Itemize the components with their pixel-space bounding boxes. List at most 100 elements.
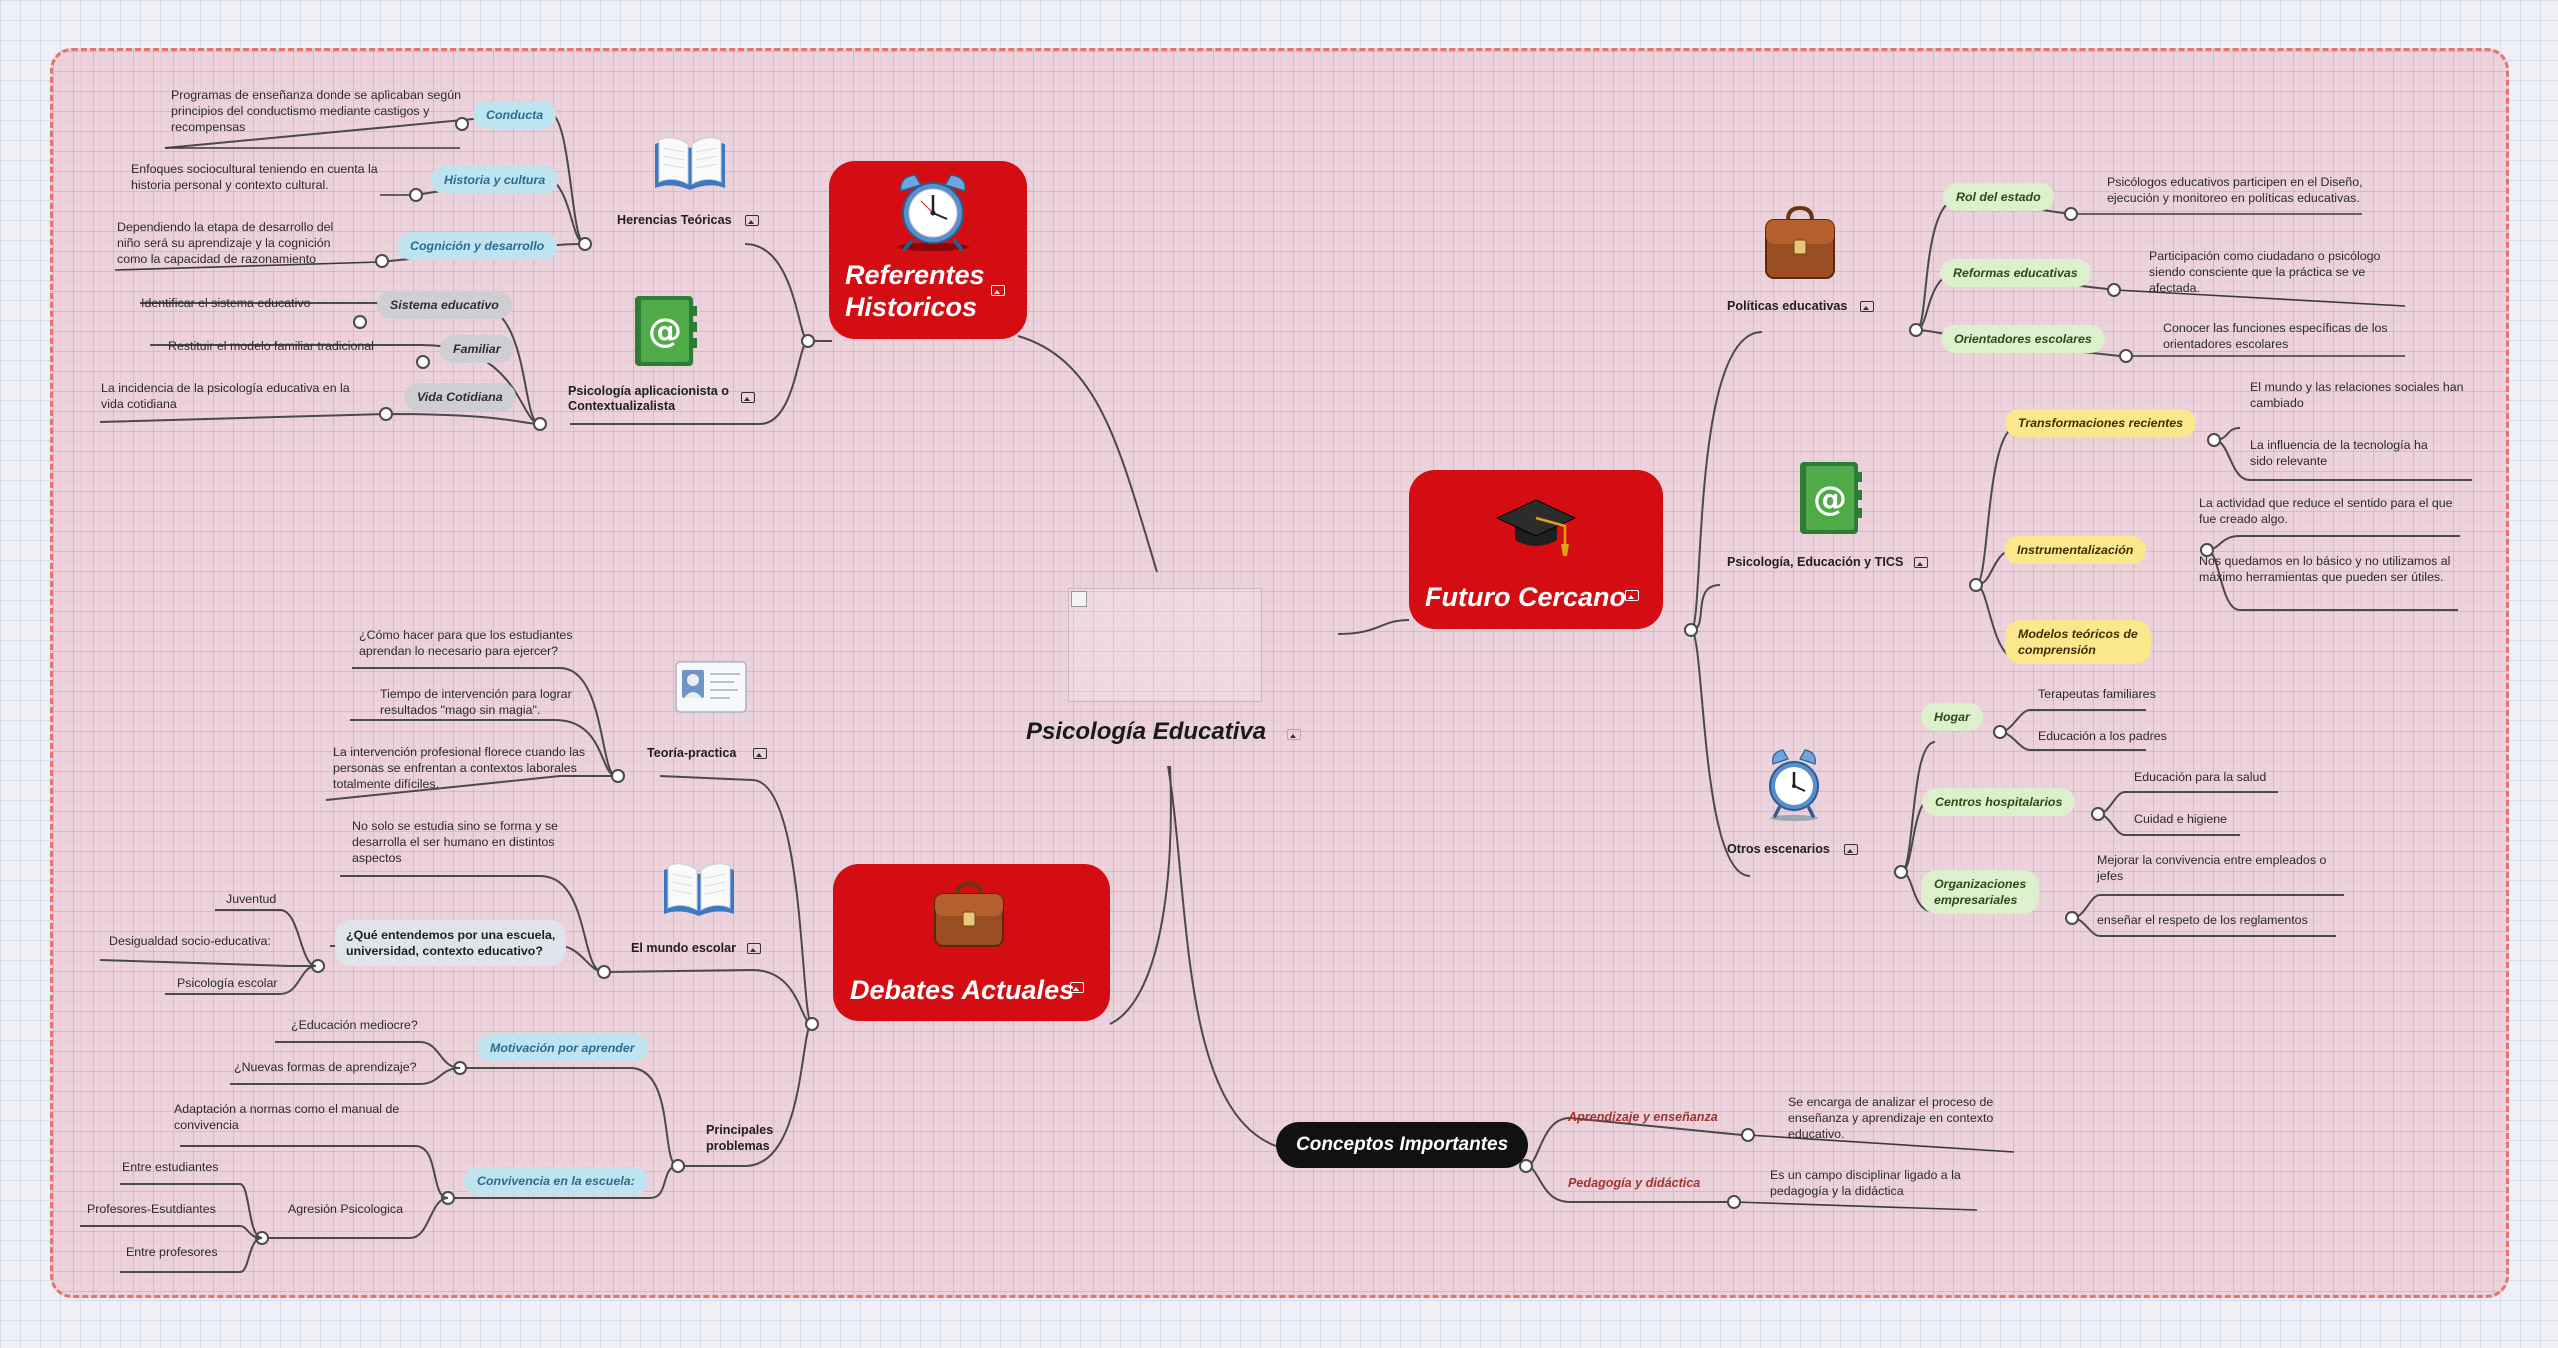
topic-futuro-cercano[interactable]: Futuro Cercano	[1409, 470, 1663, 629]
cognicion-text: Dependiendo la etapa de desarrollo del n…	[117, 220, 334, 266]
mundo-escolar-note: No solo se estudia sino se forma y se de…	[352, 819, 558, 865]
topic-title: Debates Actuales	[850, 975, 1075, 1005]
contact-book-icon: @	[1800, 462, 1862, 534]
reformas-text: Participación como ciudadano o psicólogo…	[2149, 249, 2381, 295]
modelos-line2: comprensión	[2018, 643, 2096, 657]
tag-modelos-teoricos[interactable]: Modelos teóricos de comprensión	[2005, 620, 2151, 664]
image-icon[interactable]	[1625, 590, 1639, 601]
hogar-item-1: Terapeutas familiares	[2038, 687, 2156, 701]
motivacion-item-2: ¿Nuevas formas de aprendizaje?	[234, 1060, 417, 1074]
tag-hogar[interactable]: Hogar	[1921, 703, 1983, 731]
tag-instrumentalizacion[interactable]: Instrumentalización	[2004, 536, 2147, 564]
instrumentalizacion-item-2: Nos quedamos en lo básico y no utilizamo…	[2199, 554, 2451, 584]
politicas-educativas-label[interactable]: Políticas educativas	[1727, 299, 1848, 313]
image-icon[interactable]	[1070, 982, 1084, 993]
organizaciones-line2: empresariales	[1934, 893, 2018, 907]
psicologia-tics-label[interactable]: Psicología, Educación y TICS	[1727, 555, 1904, 569]
tag-organizaciones-empresariales[interactable]: Organizaciones empresariales	[1921, 870, 2040, 914]
topic-debates-actuales[interactable]: Debates Actuales	[833, 864, 1110, 1021]
instrumentalizacion-item-1: La actividad que reduce el sentido para …	[2199, 496, 2453, 526]
tag-centros-hospitalarios[interactable]: Centros hospitalarios	[1922, 788, 2076, 816]
topic-conceptos-importantes[interactable]: Conceptos Importantes	[1276, 1122, 1529, 1168]
teoria-item-2: Tiempo de intervención para lograr resul…	[380, 687, 572, 717]
tag-historia-y-cultura[interactable]: Historia y cultura	[431, 166, 559, 194]
aplicacionista-label-line1[interactable]: Psicología aplicacionista o	[568, 384, 729, 398]
principales-problemas-line1[interactable]: Principales	[706, 1123, 774, 1137]
tag-pregunta-escuela[interactable]: ¿Qué entendemos por una escuela, univers…	[335, 920, 567, 966]
historia-text: Enfoques sociocultural teniendo en cuent…	[131, 162, 378, 192]
topic-title-line2: Historicos	[845, 292, 978, 322]
herencias-teoricas-label[interactable]: Herencias Teóricas	[617, 213, 732, 227]
modelos-line1: Modelos teóricos de	[2018, 627, 2138, 641]
tag-orientadores-escolares[interactable]: Orientadores escolares	[1941, 325, 2105, 353]
book-icon	[655, 137, 725, 190]
convivencia-note: Adaptación a normas como el manual de co…	[174, 1102, 400, 1132]
familiar-text: Restituir el modelo familiar tradicional	[168, 339, 374, 353]
agresion-psicologica-label[interactable]: Agresión Psicologica	[288, 1202, 404, 1216]
agresion-item-1: Entre estudiantes	[122, 1160, 219, 1174]
image-icon[interactable]	[747, 943, 761, 954]
root-title[interactable]: Psicología Educativa	[1026, 718, 1267, 745]
answer-juventud: Juventud	[226, 892, 277, 906]
briefcase-icon	[934, 881, 1004, 947]
orientadores-text: Conocer las funciones específicas de los…	[2163, 321, 2388, 351]
aplicacionista-label-line2[interactable]: Contextualizalista	[568, 399, 676, 413]
broken-image-icon	[1071, 591, 1087, 607]
transformaciones-item-2: La influencia de la tecnología ha sido r…	[2250, 438, 2428, 468]
tag-motivacion-por-aprender[interactable]: Motivación por aprender	[477, 1034, 648, 1062]
agresion-item-2: Profesores-Esutdiantes	[87, 1202, 216, 1216]
image-icon[interactable]	[1860, 301, 1874, 312]
principales-problemas-line2[interactable]: problemas	[706, 1139, 770, 1153]
organizaciones-item-2: enseñar el respeto de los reglamentos	[2097, 913, 2308, 927]
transformaciones-item-1: El mundo y las relaciones sociales han c…	[2250, 380, 2464, 410]
sistema-educativo-text: Identificar el sistema educativo	[141, 296, 311, 310]
image-icon[interactable]	[991, 285, 1005, 296]
tag-rol-del-estado[interactable]: Rol del estado	[1943, 183, 2054, 211]
image-icon[interactable]	[753, 748, 767, 759]
tag-conducta[interactable]: Conducta	[473, 101, 557, 129]
image-icon[interactable]	[1844, 844, 1858, 855]
organizaciones-item-1: Mejorar la convivencia entre empleados o…	[2097, 853, 2327, 883]
aprendizaje-text: Se encarga de analizar el proceso de ens…	[1788, 1095, 1994, 1141]
conducta-text: Programas de enseñanza donde se aplicaba…	[171, 88, 462, 134]
motivacion-item-1: ¿Educación mediocre?	[291, 1018, 418, 1032]
rol-estado-text: Psicólogos educativos participen en el D…	[2107, 175, 2363, 205]
central-image-placeholder	[1068, 588, 1262, 702]
tag-vida-cotidiana[interactable]: Vida Cotidiana	[404, 383, 516, 411]
contact-book-icon: @	[635, 296, 697, 366]
book-icon	[664, 863, 734, 916]
question-line2: universidad, contexto educativo?	[346, 944, 543, 958]
topic-referentes-historicos[interactable]: Referentes Historicos	[829, 161, 1027, 339]
image-icon[interactable]	[745, 215, 759, 226]
image-icon[interactable]	[1287, 729, 1301, 740]
tag-sistema-educativo[interactable]: Sistema educativo	[377, 291, 512, 319]
mundo-escolar-label[interactable]: El mundo escolar	[631, 941, 736, 955]
image-icon[interactable]	[741, 392, 755, 403]
tag-convivencia-escuela[interactable]: Convivencia en la escuela:	[464, 1167, 648, 1195]
tag-cognicion-y-desarrollo[interactable]: Cognición y desarrollo	[397, 232, 558, 260]
teoria-practica-label[interactable]: Teoría-practica	[647, 746, 737, 760]
topic-title-line1: Referentes	[845, 260, 985, 290]
tag-aprendizaje-y-ensenanza[interactable]: Aprendizaje y enseñanza	[1568, 1110, 1718, 1124]
id-card-icon	[675, 661, 747, 713]
tag-familiar[interactable]: Familiar	[440, 335, 514, 363]
tag-reformas-educativas[interactable]: Reformas educativas	[1940, 259, 2091, 287]
teoria-item-3: La intervención profesional florece cuan…	[333, 745, 586, 791]
hospitales-item-2: Cuidad e higiene	[2134, 812, 2228, 826]
tag-transformaciones-recientes[interactable]: Transformaciones recientes	[2005, 409, 2197, 437]
vida-cotidiana-text: La incidencia de la psicología educativa…	[101, 381, 350, 411]
question-line1: ¿Qué entendemos por una escuela,	[346, 928, 556, 942]
answer-psicologia-escolar: Psicología escolar	[177, 976, 278, 990]
otros-escenarios-label[interactable]: Otros escenarios	[1727, 842, 1830, 856]
hogar-item-2: Educación a los padres	[2038, 729, 2167, 743]
alarm-clock-icon	[897, 174, 969, 251]
teoria-item-1: ¿Cómo hacer para que los estudiantes apr…	[359, 628, 573, 658]
svg-text:@: @	[1813, 479, 1847, 519]
topic-title: Futuro Cercano	[1425, 582, 1627, 612]
image-icon[interactable]	[1914, 557, 1928, 568]
tag-pedagogia-y-didactica[interactable]: Pedagogía y didáctica	[1568, 1176, 1701, 1190]
organizaciones-line1: Organizaciones	[1934, 877, 2027, 891]
hospitales-item-1: Educación para la salud	[2134, 770, 2267, 784]
alarm-clock-icon	[1769, 749, 1819, 821]
agresion-item-3: Entre profesores	[126, 1245, 218, 1259]
